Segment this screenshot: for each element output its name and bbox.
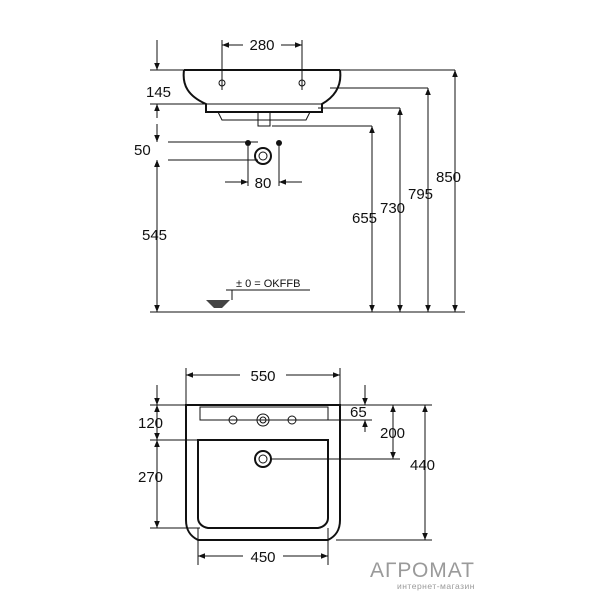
dim-bowl-width-label: 450 (250, 549, 275, 566)
dim-tap-offset-label: 65 (350, 404, 367, 421)
side-extension-lines (150, 69, 465, 313)
dim-waste-offset-label: 50 (134, 142, 151, 159)
watermark-tagline: интернет-магазин (397, 581, 475, 591)
side-view: 280 145 50 545 80 (134, 37, 465, 313)
dimension-450: 450 (197, 528, 329, 566)
dimension-850: 850 (436, 70, 461, 312)
waste-outlet-icon (254, 147, 272, 165)
dim-waste-spacing-label: 80 (255, 175, 272, 192)
dim-drain-offset-label: 200 (380, 425, 405, 442)
dim-tap-spacing-label: 280 (249, 37, 274, 54)
tap-hole-left-icon (228, 415, 238, 425)
dim-795-label: 795 (408, 186, 433, 203)
basin-side-profile (182, 69, 342, 127)
dim-support-height-label: 545 (142, 227, 167, 244)
basin-top-outline (185, 404, 341, 541)
dimension-545: 545 (142, 160, 167, 312)
fixing-point-left-icon (245, 140, 251, 146)
dim-655-label: 655 (352, 210, 377, 227)
tap-hole-center-icon (256, 413, 270, 427)
floor-level-marker-icon (206, 300, 230, 308)
floor-reference-label: ± 0 = OKFFB (236, 278, 300, 290)
dim-rim-height-label: 145 (146, 84, 171, 101)
watermark-logo: АГРОМАТ интернет-магазин (370, 559, 475, 591)
dim-850-label: 850 (436, 169, 461, 186)
fixing-point-right-icon (276, 140, 282, 146)
dimension-280: 280 (221, 37, 303, 76)
dim-overall-depth-label: 440 (410, 457, 435, 474)
dim-rear-depth-label: 120 (138, 415, 163, 432)
dim-bowl-depth-label: 270 (138, 469, 163, 486)
dimension-145: 145 (146, 40, 184, 118)
dimension-440: 440 (336, 404, 435, 541)
dimension-655: 655 (352, 126, 377, 312)
drain-hole-icon (254, 450, 272, 468)
dimension-200: 200 (271, 405, 405, 460)
watermark-brand: АГРОМАТ (370, 559, 475, 582)
dimension-120: 120 (138, 385, 200, 441)
dimension-65: 65 (292, 385, 392, 432)
dimension-80: 80 (225, 175, 302, 192)
dimension-550: 550 (185, 368, 341, 405)
floor-reference: ± 0 = OKFFB (206, 278, 310, 308)
dimension-50: 50 (134, 124, 160, 172)
dimension-795: 795 (408, 88, 433, 312)
dim-overall-width-label: 550 (250, 368, 275, 385)
dimension-730: 730 (380, 108, 405, 312)
top-view: 550 120 270 65 200 (138, 368, 435, 566)
dimension-270: 270 (138, 440, 200, 529)
dim-730-label: 730 (380, 200, 405, 217)
